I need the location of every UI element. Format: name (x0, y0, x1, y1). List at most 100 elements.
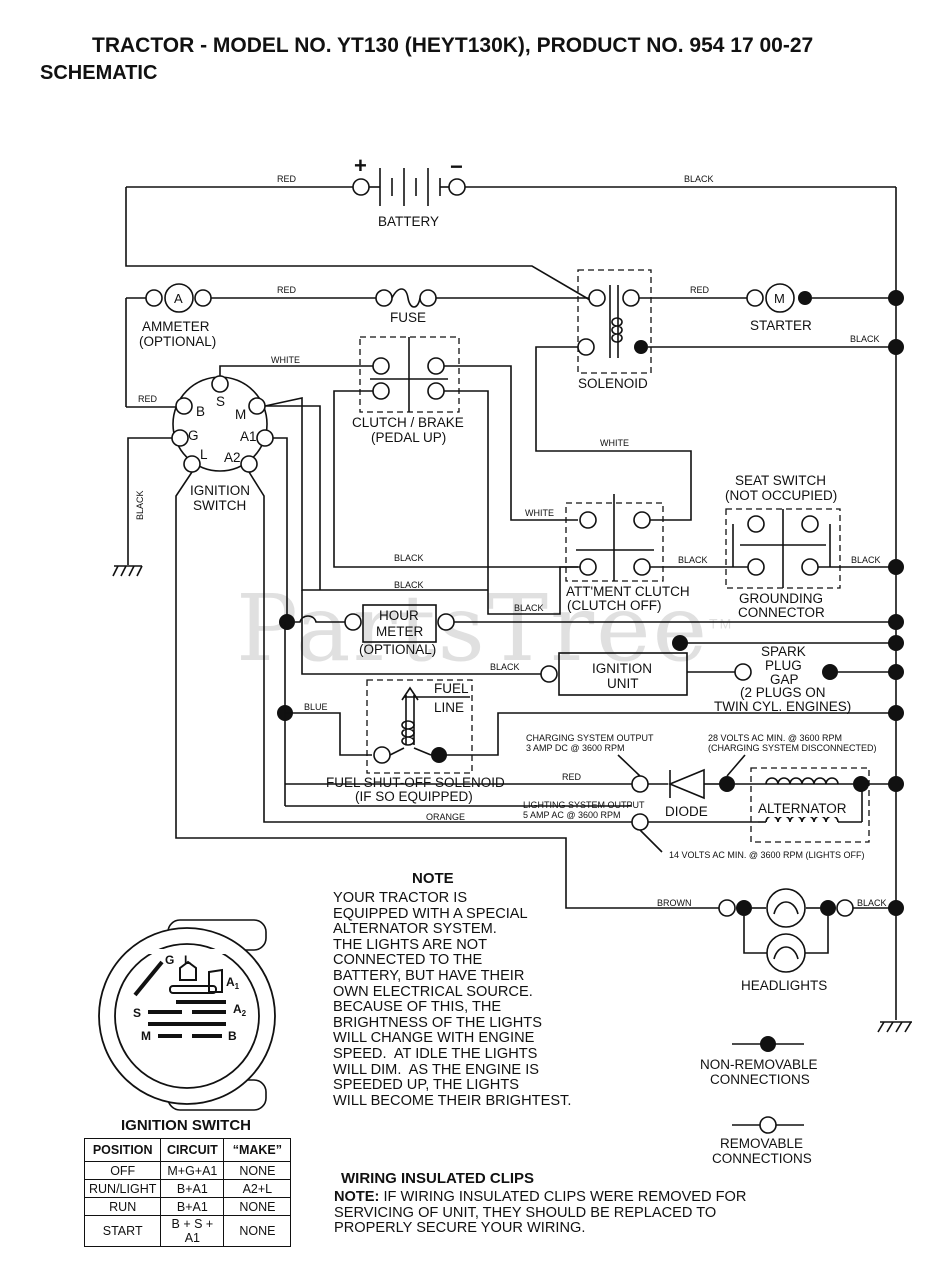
table-header: “MAKE” (223, 1138, 292, 1162)
face-terminal-a1: A1 (226, 975, 240, 991)
page-subtitle: SCHEMATIC (40, 62, 158, 84)
grounding-connector-label-2: CONNECTOR (738, 605, 825, 620)
face-terminal-s: S (133, 1006, 141, 1020)
table-header: POSITION (83, 1138, 162, 1162)
seat-switch: SEAT SWITCH (NOT OCCUPIED) GROUNDING CON… (725, 473, 841, 620)
ammeter: A AMMETER (OPTIONAL) (126, 283, 216, 349)
terminal-a1: A1 (240, 429, 257, 444)
terminal-m: M (235, 407, 246, 422)
ignition-switch-table-title: IGNITION SWITCH (121, 1117, 251, 1134)
spark-plug-label-5: TWIN CYL. ENGINES) (714, 699, 851, 714)
terminal-a2: A2 (224, 450, 241, 465)
attachment-clutch-sub-label: (CLUTCH OFF) (567, 598, 662, 613)
page-title: TRACTOR - MODEL NO. YT130 (HEYT130K), PR… (92, 34, 814, 57)
wire-label-black: BLACK (850, 334, 880, 344)
legend-removable: REMOVABLE CONNECTIONS (712, 1116, 812, 1166)
hour-meter-label: HOUR (379, 608, 419, 623)
table-cell: NONE (223, 1197, 292, 1216)
wire-label-black: BLACK (514, 603, 544, 613)
face-terminal-m: M (141, 1029, 151, 1043)
hour-meter: HOUR METER (OPTIONAL) (279, 604, 455, 657)
wire-label-red: RED (277, 174, 297, 184)
ground-symbol-right (877, 1021, 912, 1033)
legend-non-removable: NON-REMOVABLE CONNECTIONS (700, 1036, 818, 1087)
wire-label-white: WHITE (600, 438, 629, 448)
wire-label-black: BLACK (678, 555, 708, 565)
hour-meter-optional-label: (OPTIONAL) (359, 642, 436, 657)
fuel-solenoid-sub-label: (IF SO EQUIPPED) (355, 789, 473, 804)
face-terminal-b: B (228, 1029, 237, 1043)
terminal-s: S (216, 394, 225, 409)
diode-label: DIODE (665, 804, 708, 819)
table-header: CIRCUIT (160, 1138, 225, 1162)
table-cell: M+G+A1 (160, 1161, 225, 1180)
charging-output-label: CHARGING SYSTEM OUTPUT (526, 733, 654, 743)
diode: DIODE (631, 768, 735, 819)
ignition-switch-label-2: SWITCH (193, 498, 246, 513)
fuse-label: FUSE (390, 310, 426, 325)
charging-output-label-2: 3 AMP DC @ 3600 RPM (526, 743, 625, 753)
ammeter-symbol: A (174, 291, 183, 306)
wire-label-black: BLACK (490, 662, 520, 672)
seat-switch-sub-label: (NOT OCCUPIED) (725, 488, 837, 503)
battery: + − BATTERY RED BLACK (126, 153, 896, 229)
wire-label-red: RED (138, 394, 158, 404)
clutch-brake-switch: CLUTCH / BRAKE (PEDAL UP) (352, 336, 464, 445)
note-heading: NOTE (412, 870, 454, 887)
fuel-shutoff-solenoid: FUEL LINE FUEL SHUT-OFF SOLENOID (IF SO … (326, 679, 505, 804)
table-cell: B + S + A1 (160, 1215, 225, 1247)
wire-label-red: RED (277, 285, 297, 295)
ignition-unit-label-2: UNIT (607, 676, 639, 691)
face-terminal-l: L (184, 953, 191, 967)
ignition-switch-face: G L A1 S A2 M B (98, 919, 276, 1111)
clips-body-first: IF WIRING INSULATED CLIPS WERE REMOVED F… (379, 1189, 747, 1205)
face-terminal-g: G (165, 953, 174, 967)
volts-28-label: 28 VOLTS AC MIN. @ 3600 RPM (708, 733, 842, 743)
battery-label: BATTERY (378, 214, 439, 229)
clips-body-rest: SERVICING OF UNIT, THEY SHOULD BE REPLAC… (334, 1204, 717, 1237)
legend-non-removable-label: NON-REMOVABLE (700, 1057, 818, 1072)
wire-label-orange: ORANGE (426, 812, 465, 822)
face-terminal-a2: A2 (233, 1002, 247, 1018)
volts-28-label-2: (CHARGING SYSTEM DISCONNECTED) (708, 743, 877, 753)
grounding-connector-label: GROUNDING (739, 591, 823, 606)
table-cell: RUN (83, 1197, 162, 1216)
ammeter-label: AMMETER (142, 319, 210, 334)
table-row: OFF M+G+A1 NONE (83, 1161, 292, 1180)
wire-label-black: BLACK (684, 174, 714, 184)
table-row: RUN B+A1 NONE (83, 1197, 292, 1216)
attachment-clutch-label: ATT'MENT CLUTCH (566, 584, 690, 599)
legend-non-removable-label-2: CONNECTIONS (710, 1072, 810, 1087)
lighting-output-label-2: 5 AMP AC @ 3600 RPM (523, 810, 621, 820)
clutch-brake-label: CLUTCH / BRAKE (352, 415, 464, 430)
wire-label-white: WHITE (271, 355, 300, 365)
wire-label-brown: BROWN (657, 898, 692, 908)
ignition-unit-label: IGNITION (592, 661, 652, 676)
table-row: START B + S + A1 NONE (83, 1215, 292, 1247)
ignition-switch-label: IGNITION (190, 483, 250, 498)
table-row: RUN/LIGHT B+A1 A2+L (83, 1179, 292, 1198)
wire-label-blue: BLUE (304, 702, 328, 712)
wire-label-white: WHITE (525, 508, 554, 518)
table-cell: B+A1 (160, 1197, 225, 1216)
ignition-unit: IGNITION UNIT (540, 652, 688, 696)
table-cell: START (83, 1215, 162, 1247)
note-body: YOUR TRACTOR IS EQUIPPED WITH A SPECIAL … (333, 890, 572, 1109)
volts-14-label: 14 VOLTS AC MIN. @ 3600 RPM (LIGHTS OFF) (669, 850, 865, 860)
alternator: ALTERNATOR (735, 767, 870, 843)
attachment-clutch-switch: ATT'MENT CLUTCH (CLUTCH OFF) (565, 494, 690, 613)
fuse: FUSE (375, 288, 437, 325)
fuel-line-label: FUEL (434, 681, 469, 696)
clips-heading: WIRING INSULATED CLIPS (341, 1170, 535, 1187)
wire-label-black: BLACK (851, 555, 881, 565)
legend-removable-label: REMOVABLE (720, 1136, 803, 1151)
lighting-output-label: LIGHTING SYSTEM OUTPUT (523, 800, 645, 810)
table-cell: RUN/LIGHT (83, 1179, 162, 1198)
fuel-line-label-2: LINE (434, 700, 464, 715)
ammeter-optional-label: (OPTIONAL) (139, 334, 216, 349)
starter-label: STARTER (750, 318, 812, 333)
terminal-g: G (188, 428, 199, 443)
wire-label-red: RED (690, 285, 710, 295)
solenoid: SOLENOID (577, 269, 652, 391)
